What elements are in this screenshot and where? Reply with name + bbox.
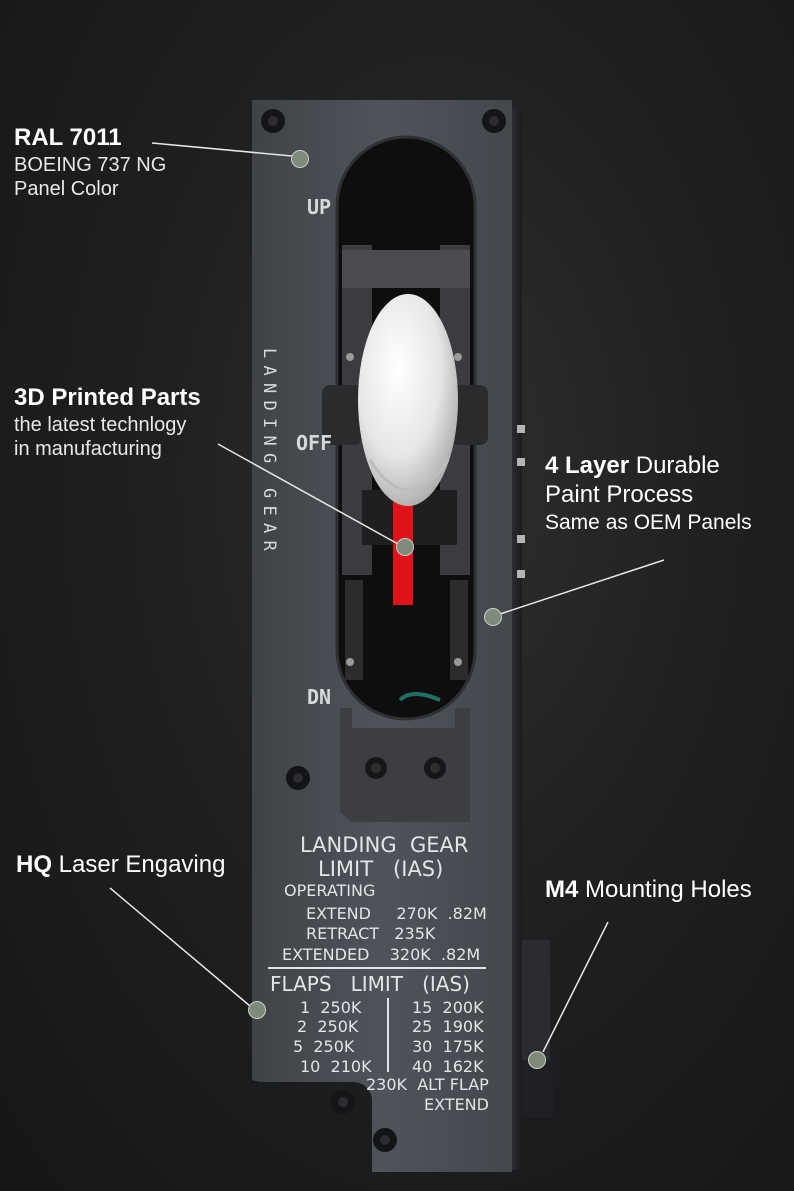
callout-ral-color: RAL 7011 BOEING 737 NG Panel Color bbox=[14, 124, 166, 201]
vertical-label-letter: G bbox=[259, 488, 279, 498]
callout-paint-rest: Durable bbox=[629, 452, 720, 479]
callout-printed-title: 3D Printed Parts bbox=[14, 384, 201, 411]
callout-paint-line2: Paint Process bbox=[545, 480, 694, 508]
callout-laser-engraving: HQ Laser Engaving bbox=[16, 851, 225, 880]
vertical-label-letter: N bbox=[259, 383, 279, 393]
flap-limit-right-1: 15 200K bbox=[412, 998, 484, 1017]
callout-paint-process: 4 Layer Durable Paint Process Same as OE… bbox=[545, 452, 752, 535]
callout-laser-rest: Laser Engaving bbox=[52, 851, 226, 878]
placard-title-2: LIMIT (IAS) bbox=[318, 857, 443, 881]
flap-limit-left-4: 10 210K bbox=[300, 1057, 372, 1076]
callout-dot-ral bbox=[291, 150, 309, 168]
screw-top-right bbox=[482, 109, 506, 133]
flap-limit-right-3: 30 175K bbox=[412, 1037, 484, 1056]
leader-paint bbox=[499, 559, 665, 615]
callout-dot-printed bbox=[396, 538, 414, 556]
vertical-label-letter: I bbox=[259, 418, 279, 428]
screw-bottom-left bbox=[331, 1090, 355, 1114]
flap-limit-right-4: 40 162K bbox=[412, 1057, 484, 1076]
position-up-label: UP bbox=[307, 195, 331, 219]
callout-printed-line2: in manufacturing bbox=[14, 437, 162, 460]
callout-printed-line1: the latest technlogy bbox=[14, 413, 187, 436]
vertical-label-letter: A bbox=[259, 366, 279, 376]
placard-alt-flap-2: EXTEND bbox=[424, 1095, 489, 1114]
panel-side bbox=[512, 108, 522, 1170]
callout-dot-mount bbox=[528, 1051, 546, 1069]
placard-extended: EXTENDED 320K .82M bbox=[282, 945, 480, 964]
leader-mount bbox=[542, 921, 609, 1053]
callout-dot-laser bbox=[248, 1001, 266, 1019]
callout-paint-line3: Same as OEM Panels bbox=[545, 510, 752, 534]
callout-ral-line1: BOEING 737 NG bbox=[14, 153, 167, 176]
placard-title-1: LANDING GEAR bbox=[300, 833, 468, 857]
placard-alt-flap-1: 230K ALT FLAP bbox=[366, 1075, 489, 1094]
flap-limit-left-2: 2 250K bbox=[297, 1017, 359, 1036]
callout-mounting-holes: M4 Mounting Holes bbox=[545, 876, 752, 905]
gear-knob bbox=[358, 294, 458, 506]
vertical-label-letter: N bbox=[259, 436, 279, 446]
vertical-label-letter: G bbox=[259, 453, 279, 463]
callout-dot-paint bbox=[484, 608, 502, 626]
screw-mid-left bbox=[286, 766, 310, 790]
vertical-label-letter: E bbox=[259, 506, 279, 516]
callout-mount-rest: Mounting Holes bbox=[578, 876, 752, 903]
placard-retract: RETRACT 235K bbox=[306, 924, 436, 943]
limits-placard: LANDING GEAR LIMIT (IAS) OPERATING EXTEN… bbox=[268, 833, 489, 1114]
screw-bottom-center bbox=[373, 1128, 397, 1152]
callout-ral-line2: Panel Color bbox=[14, 177, 119, 200]
vertical-label-letter: L bbox=[259, 348, 279, 358]
placard-flaps-header: FLAPS LIMIT (IAS) bbox=[270, 972, 470, 996]
placard-operating: OPERATING bbox=[284, 881, 375, 900]
callout-paint-bold: 4 Layer bbox=[545, 452, 630, 479]
vertical-label-letter: A bbox=[259, 523, 279, 533]
vertical-label-letter: R bbox=[259, 541, 279, 552]
callout-3d-printed: 3D Printed Parts the latest technlogy in… bbox=[14, 384, 201, 461]
leader-printed bbox=[217, 443, 399, 545]
leader-ral bbox=[151, 142, 293, 157]
lever-guard bbox=[340, 708, 470, 822]
placard-extend: EXTEND 270K .82M bbox=[306, 904, 487, 923]
vertical-label-letter: D bbox=[259, 401, 279, 411]
position-dn-label: DN bbox=[307, 685, 331, 709]
flap-limit-left-1: 1 250K bbox=[300, 998, 362, 1017]
flap-limit-left-3: 5 250K bbox=[293, 1037, 355, 1056]
screw-top-left bbox=[261, 109, 285, 133]
position-off-label: OFF bbox=[296, 431, 332, 455]
leader-laser bbox=[109, 887, 251, 1007]
flap-limit-right-2: 25 190K bbox=[412, 1017, 484, 1036]
callout-ral-title: RAL 7011 bbox=[14, 124, 122, 151]
callout-laser-bold: HQ bbox=[16, 851, 52, 878]
callout-leader-lines bbox=[109, 142, 665, 1053]
callout-mount-bold: M4 bbox=[545, 876, 579, 903]
